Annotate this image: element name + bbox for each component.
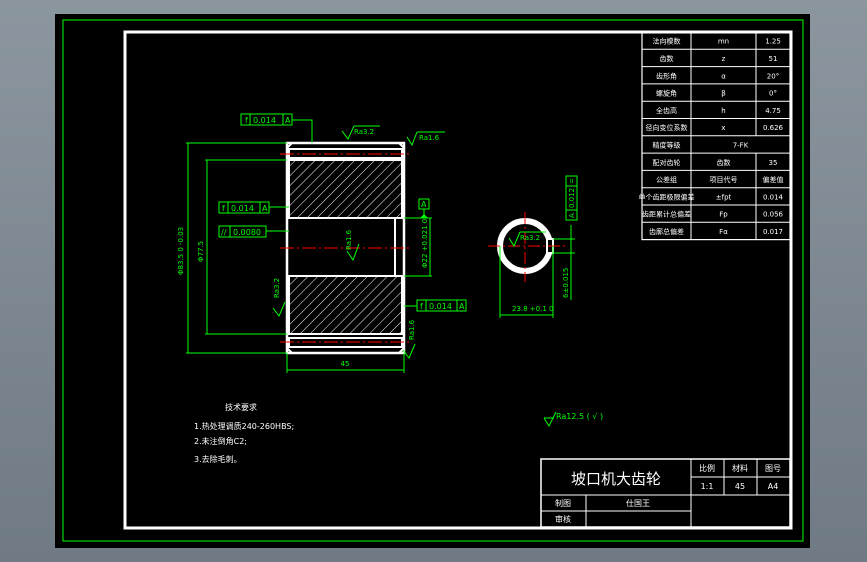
- gear-section-view: [280, 141, 412, 355]
- svg-text://: //: [221, 228, 227, 237]
- param-value: 偏差值: [763, 175, 784, 184]
- tech-item-1: 1.热处理调质240-260HBS;: [194, 421, 294, 431]
- dim-root: Φ77.5: [197, 241, 205, 262]
- outer-frame: [62, 19, 804, 542]
- svg-text:f: f: [222, 204, 225, 213]
- drawn-label: 制图: [555, 498, 571, 508]
- param-symbol: β: [721, 90, 725, 98]
- dim-key-depth: 23.8 +0.1 0: [512, 305, 554, 313]
- tech-heading: 技术要求: [225, 402, 257, 412]
- tech-requirements: 技术要求 1.热处理调质240-260HBS; 2.未注倒角C2; 3.去除毛刺…: [194, 402, 294, 464]
- param-value: 35: [769, 159, 778, 167]
- dimension-texts: Φ83.5 0 -0.03 Φ77.5 45 Φ22 +0.021 0: [177, 219, 429, 368]
- param-name: 螺旋角: [656, 89, 677, 98]
- param-name: 齿形角: [656, 71, 677, 80]
- param-symbol: 齿数: [717, 158, 731, 167]
- param-value: 4.75: [765, 107, 781, 115]
- param-symbol: Fp: [719, 211, 728, 219]
- datum-a: A: [418, 198, 430, 218]
- hatch-upper: [288, 159, 403, 219]
- dimensions: [186, 142, 432, 373]
- checked-label: 审核: [555, 514, 571, 524]
- svg-text:Ra3.2: Ra3.2: [354, 128, 374, 136]
- param-symbol: ±fpt: [716, 193, 732, 201]
- param-value: 7-FK: [733, 141, 749, 149]
- param-value: 0°: [769, 90, 777, 98]
- param-symbol: z: [722, 55, 726, 63]
- drawing-frame: [123, 30, 793, 530]
- general-surface-finish: Ra12.5 ( √ ): [543, 411, 603, 428]
- svg-text:Ra1.6: Ra1.6: [345, 229, 353, 250]
- svg-text:f: f: [420, 302, 423, 311]
- dim-bore: Φ22 +0.021 0: [421, 219, 429, 268]
- sheet-label: 图号: [765, 464, 781, 473]
- gdt-top: f 0.014 A: [240, 113, 313, 143]
- param-name: 配对齿轮: [653, 158, 681, 167]
- param-symbol: h: [721, 107, 725, 115]
- param-symbol: x: [721, 124, 725, 132]
- surface-symbols: Ra3.2 Ra1.6 Ra1.6 Ra3.2 Ra1.6: [272, 125, 445, 359]
- param-name: 法向模数: [653, 37, 681, 46]
- gdt-key: = 0.012 A: [565, 175, 578, 221]
- title-block: 坡口机大齿轮 比例 材料 图号 1:1 45 A4 制图 仕国王 审核: [540, 458, 791, 528]
- param-value: 0.017: [763, 228, 783, 236]
- svg-text:0.012: 0.012: [568, 188, 576, 208]
- material-label: 材料: [732, 463, 748, 473]
- param-symbol: 项目代号: [710, 175, 738, 184]
- tech-item-2: 2.未注倒角C2;: [194, 436, 247, 446]
- svg-text:0.014: 0.014: [253, 116, 276, 125]
- svg-text:=: =: [568, 178, 576, 184]
- svg-text:Ra3.2: Ra3.2: [273, 278, 281, 298]
- tech-item-3: 3.去除毛刺。: [194, 454, 242, 464]
- gdt-mid: f 0.014 A: [218, 201, 289, 214]
- param-value: 51: [769, 55, 778, 63]
- param-name: 齿廓总偏差: [649, 227, 684, 236]
- svg-text:A: A: [421, 200, 427, 209]
- svg-text:A: A: [459, 302, 465, 311]
- dim-outer: Φ83.5 0 -0.03: [177, 227, 185, 275]
- gear-end-view: 23.8 +0.1 0 6±0.015 Ra3.2 = 0.012 A: [488, 175, 578, 318]
- gdt-parallel: // 0.0080: [218, 225, 289, 238]
- param-value: 0.056: [763, 211, 784, 219]
- svg-text:Ra1.6: Ra1.6: [408, 319, 416, 340]
- svg-text:A: A: [262, 204, 268, 213]
- param-name: 齿距累计总偏差: [642, 210, 691, 219]
- svg-text:Ra1.6: Ra1.6: [419, 134, 440, 142]
- gdt-bottom: f 0.014 A: [404, 299, 467, 312]
- dim-key-width: 6±0.015: [562, 268, 570, 298]
- svg-text:A: A: [285, 116, 291, 125]
- param-name: 齿数: [660, 54, 674, 63]
- param-table: 法向模数 mn 1.25 齿数 z 51 齿形角 α 20° 螺旋角 β 0° 全齿高 h 4.75 径向变位…: [639, 31, 791, 241]
- sheet-background: [55, 14, 810, 548]
- param-name: 径向变位系数: [646, 123, 688, 132]
- param-name: 全齿高: [656, 106, 677, 115]
- param-symbol: mn: [718, 38, 729, 46]
- param-value: 0.014: [763, 193, 784, 201]
- scale-label: 比例: [699, 463, 715, 473]
- svg-text:Ra12.5 ( √ ): Ra12.5 ( √ ): [556, 412, 603, 421]
- dim-width: 45: [341, 360, 350, 368]
- svg-text:f: f: [245, 116, 248, 125]
- hatch-lower: [288, 275, 403, 335]
- param-symbol: Fα: [719, 228, 728, 236]
- svg-text:Ra3.2: Ra3.2: [520, 234, 540, 242]
- svg-text:0.014: 0.014: [429, 302, 452, 311]
- material-value: 45: [735, 482, 745, 491]
- sheet-value: A4: [768, 482, 779, 491]
- svg-text:0.0080: 0.0080: [233, 228, 261, 237]
- param-value: 0.626: [763, 124, 784, 132]
- param-value: 1.25: [765, 38, 781, 46]
- drawn-by: 仕国王: [626, 498, 650, 508]
- param-name: 单个齿距极限偏差: [639, 192, 695, 201]
- svg-text:A: A: [568, 213, 576, 218]
- svg-text:0.014: 0.014: [231, 204, 254, 213]
- param-value: 20°: [767, 72, 779, 80]
- param-name: 公差组: [656, 175, 677, 184]
- part-name: 坡口机大齿轮: [571, 470, 661, 488]
- scale-value: 1:1: [701, 482, 714, 491]
- param-symbol: α: [721, 72, 726, 80]
- param-name: 精度等级: [653, 140, 681, 149]
